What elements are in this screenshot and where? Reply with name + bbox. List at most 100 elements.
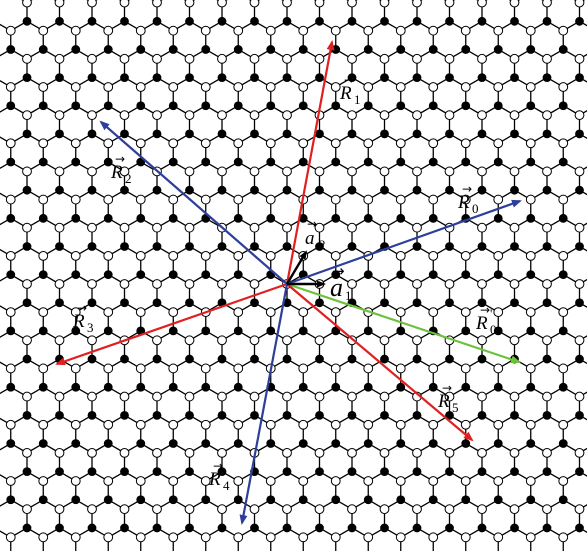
lattice-site-open bbox=[200, 363, 211, 374]
lattice-site-open bbox=[282, 447, 292, 458]
lattice-site-open bbox=[314, 335, 325, 346]
lattice-site-filled bbox=[87, 129, 97, 139]
lattice-site-filled bbox=[6, 213, 16, 223]
lattice-site-filled bbox=[233, 382, 243, 392]
lattice-site-open bbox=[282, 110, 292, 121]
lattice-site-open bbox=[70, 250, 81, 261]
lattice-site-filled bbox=[233, 213, 243, 223]
lattice-site-open bbox=[135, 25, 146, 36]
lattice-site-open bbox=[233, 532, 244, 543]
lattice-site-filled bbox=[526, 326, 536, 336]
lattice-site-filled bbox=[22, 185, 32, 195]
lattice-site-open bbox=[265, 25, 276, 36]
lattice-site-open bbox=[477, 279, 487, 289]
lattice-site-open bbox=[217, 0, 227, 8]
lattice-site-filled bbox=[477, 129, 487, 139]
lattice-site-open bbox=[70, 363, 81, 374]
lattice-site-open bbox=[70, 476, 81, 486]
lattice-site-open bbox=[477, 447, 487, 458]
lattice-site-open bbox=[200, 194, 211, 205]
lattice-site-open bbox=[493, 476, 504, 486]
lattice-site-filled bbox=[445, 523, 454, 533]
lattice-site-open bbox=[412, 447, 422, 458]
lattice-site-open bbox=[103, 307, 114, 318]
lattice-site-open bbox=[574, 504, 585, 515]
lattice-site-open bbox=[477, 53, 487, 64]
vector-R4-arrow bbox=[239, 283, 289, 525]
lattice-site-open bbox=[54, 335, 65, 346]
lattice-site-open bbox=[428, 25, 439, 36]
lattice-site-open bbox=[460, 194, 471, 205]
lattice-site-filled bbox=[477, 298, 487, 308]
lattice-site-filled bbox=[493, 495, 503, 505]
lattice-site-open bbox=[54, 279, 65, 289]
lattice-site-filled bbox=[152, 129, 162, 139]
lattice-site-open bbox=[428, 82, 439, 92]
lattice-site-filled bbox=[282, 354, 292, 364]
lattice-site-open bbox=[217, 53, 227, 64]
lattice-site-open bbox=[509, 110, 520, 121]
lattice-site-open bbox=[152, 110, 162, 121]
lattice-site-open bbox=[477, 391, 487, 402]
lattice-site-filled bbox=[6, 45, 16, 54]
lattice-site-filled bbox=[428, 382, 438, 392]
lattice-site-open bbox=[460, 476, 471, 486]
lattice-site-filled bbox=[331, 495, 341, 505]
lattice-site-open bbox=[103, 476, 114, 486]
lattice-site-filled bbox=[22, 354, 32, 364]
lattice-site-filled bbox=[412, 185, 422, 195]
lattice-site-filled bbox=[71, 101, 81, 111]
lattice-site-filled bbox=[120, 16, 129, 26]
lattice-site-filled bbox=[445, 16, 454, 26]
lattice-site-open bbox=[5, 307, 16, 318]
lattice-site-open bbox=[493, 82, 504, 92]
vector-arrows bbox=[55, 40, 522, 525]
lattice-site-open bbox=[574, 53, 585, 64]
lattice-site-filled bbox=[331, 157, 341, 167]
lattice-site-open bbox=[558, 25, 569, 36]
lattice-site-open bbox=[298, 363, 309, 374]
lattice-site-open bbox=[233, 138, 244, 149]
lattice-site-open bbox=[54, 504, 65, 515]
lattice-site-open bbox=[347, 391, 357, 402]
lattice-site-open bbox=[217, 166, 227, 177]
lattice-site-filled bbox=[103, 270, 113, 280]
lattice-site-filled bbox=[396, 101, 406, 111]
lattice-site-open bbox=[574, 0, 585, 8]
lattice-site-open bbox=[314, 222, 325, 233]
lattice-site-open bbox=[168, 476, 179, 486]
lattice-site-open bbox=[314, 504, 325, 515]
lattice-site-filled bbox=[217, 129, 227, 139]
lattice-site-open bbox=[542, 110, 552, 121]
lattice-site-open bbox=[184, 279, 195, 289]
lattice-site-filled bbox=[575, 185, 584, 195]
vector-labels: → R 1 → R 2 → R 0 → R 3 bbox=[72, 73, 497, 493]
lattice-site-filled bbox=[428, 45, 438, 54]
label-R1: → R 1 bbox=[339, 73, 361, 107]
lattice-site-filled bbox=[412, 298, 422, 308]
lattice-site-open bbox=[152, 279, 162, 289]
lattice-site-filled bbox=[185, 16, 194, 26]
lattice-site-open bbox=[38, 532, 49, 543]
lattice-site-open bbox=[509, 391, 520, 402]
lattice-site-open bbox=[493, 25, 504, 36]
lattice-site-open bbox=[233, 476, 244, 486]
label-a2: → a 2 bbox=[305, 217, 326, 252]
lattice-site-open bbox=[119, 110, 130, 121]
lattice-site-filled bbox=[396, 45, 406, 54]
lattice-site-filled bbox=[428, 101, 438, 111]
lattice-site-filled bbox=[120, 129, 129, 139]
lattice-site-filled bbox=[282, 73, 292, 82]
lattice-site-filled bbox=[120, 242, 129, 251]
lattice-site-open bbox=[87, 0, 97, 8]
lattice-site-filled bbox=[152, 523, 162, 533]
lattice-site-open bbox=[265, 194, 276, 205]
lattice-site-open bbox=[379, 279, 390, 289]
lattice-site-filled bbox=[363, 270, 373, 280]
lattice-site-filled bbox=[282, 523, 292, 533]
lattice-site-filled bbox=[542, 129, 552, 139]
lattice-site-open bbox=[379, 166, 390, 177]
lattice-site-filled bbox=[428, 439, 438, 448]
lattice-site-open bbox=[395, 419, 406, 430]
label-R0: → R 0 bbox=[457, 182, 479, 216]
